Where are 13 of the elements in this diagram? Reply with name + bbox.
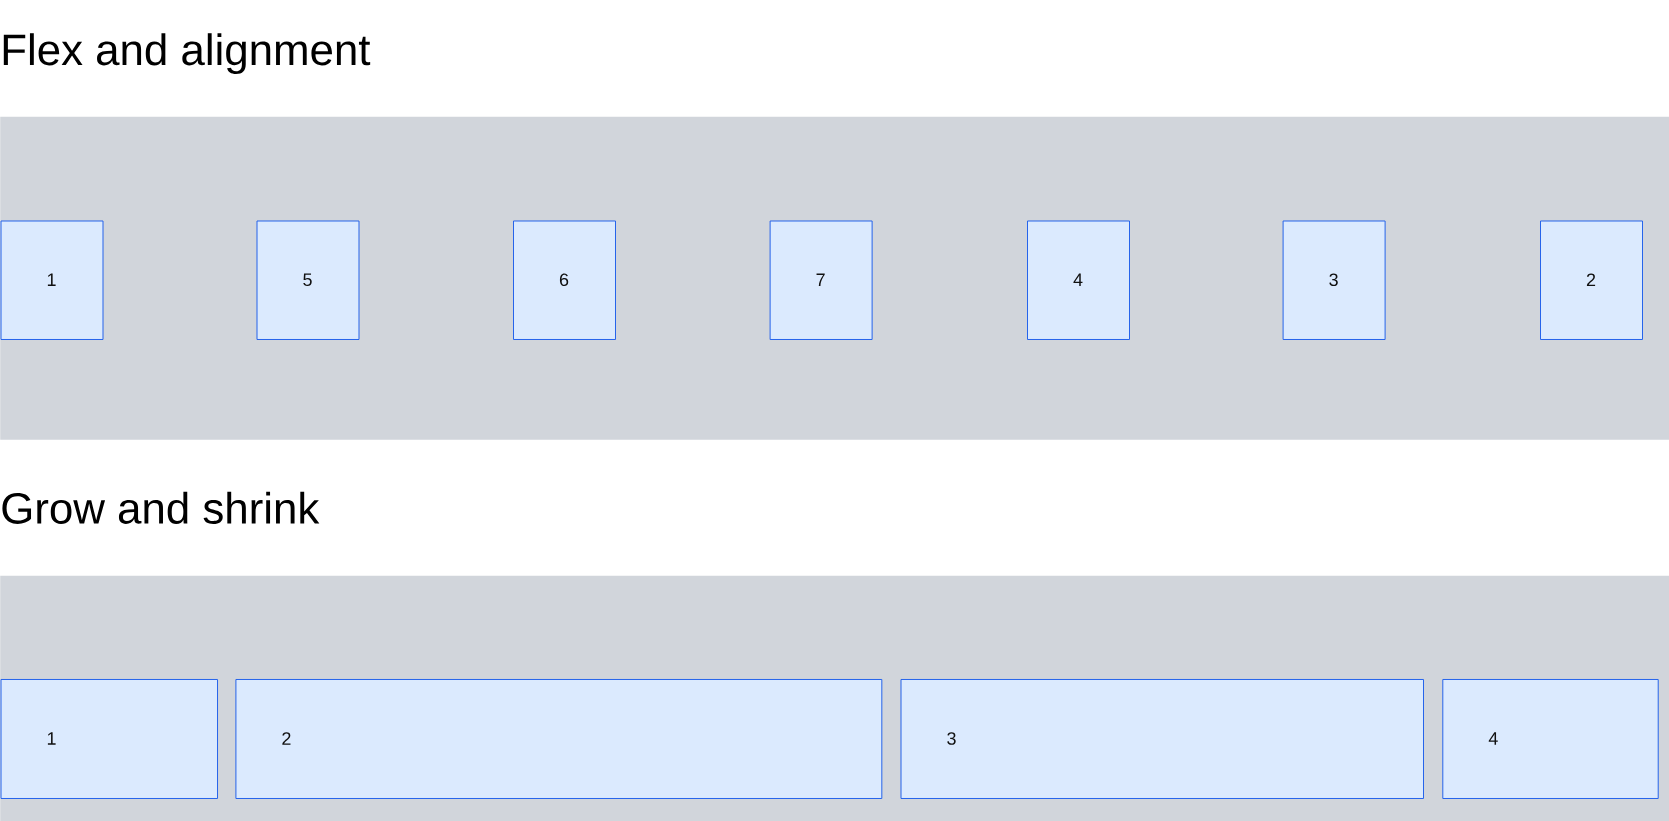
item-box: 1 [0, 220, 104, 340]
section-heading: Flex and alignment [3, 33, 371, 75]
item-box: 2 [235, 679, 883, 799]
item-box: 4 [1027, 220, 1130, 340]
section-heading: Grow and shrink [2, 491, 320, 524]
item-box: 3 [1282, 220, 1386, 340]
item-box: 2 [1540, 220, 1643, 340]
item-box: 6 [513, 220, 616, 340]
item-box: 5 [256, 220, 360, 340]
item-box: 4 [1442, 679, 1659, 799]
item-box: 3 [900, 679, 1424, 799]
item-box: 1 [0, 679, 218, 799]
item-box: 7 [769, 220, 873, 340]
